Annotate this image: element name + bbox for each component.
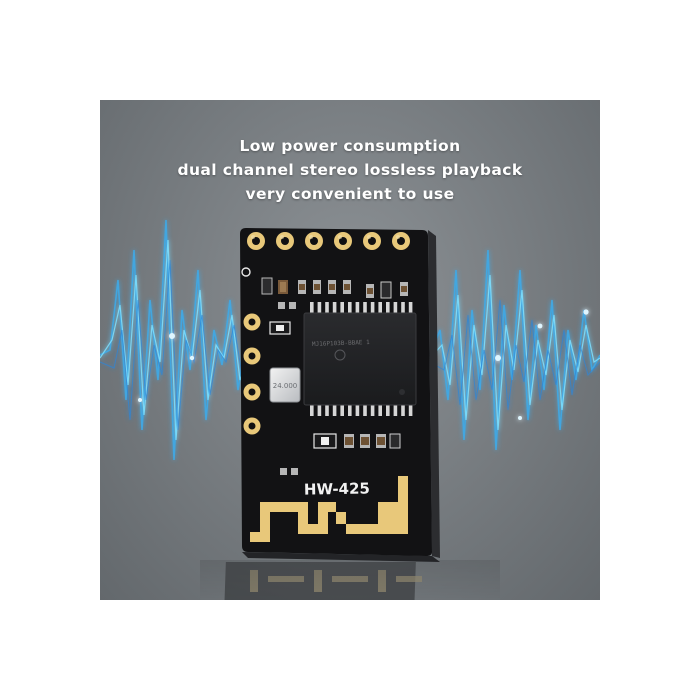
crystal-oscillator: 24.000: [269, 367, 301, 403]
chip-pin: [393, 403, 398, 416]
chip-pin: [355, 302, 360, 315]
chip-pin: [348, 302, 352, 315]
product-photo: MJ16P103B-BBAE 1 24.000: [100, 100, 600, 600]
caption-line-3: very convenient to use: [245, 185, 455, 203]
light-glint: [537, 323, 543, 329]
light-glint: [495, 355, 501, 361]
pin1-marker: [241, 267, 251, 277]
chip-pin: [355, 403, 360, 416]
chip-pin: [348, 403, 352, 416]
sound-wave-line: [429, 249, 600, 451]
chip-pin: [310, 403, 314, 416]
chip-pin: [378, 403, 382, 416]
chip-pin: [325, 302, 329, 315]
chip-pin: [363, 302, 367, 315]
light-glint: [169, 333, 175, 339]
smd-components-bottom: [280, 433, 401, 475]
pcb-antenna-trace: [250, 476, 408, 542]
chip-pin: [340, 403, 344, 416]
hw425-bluetooth-board: MJ16P103B-BBAE 1 24.000: [240, 228, 440, 562]
sound-wave-line: [100, 239, 251, 441]
chip-pin: [386, 403, 390, 416]
svg-text:MJ16P103B-BBAE 1: MJ16P103B-BBAE 1: [312, 339, 370, 348]
chip-pin: [378, 302, 382, 315]
caption-line-1: Low power consumption: [239, 137, 461, 155]
chip-pin: [332, 302, 337, 315]
chip-pin: [370, 403, 375, 416]
smd-components-top: [261, 277, 408, 335]
audio-decoder-chip: MJ16P103B-BBAE 1: [303, 302, 417, 416]
product-scene: MJ16P103B-BBAE 1 24.000: [100, 219, 600, 600]
light-glint: [518, 416, 522, 420]
light-glint: [583, 309, 589, 315]
chip-pin: [317, 302, 322, 315]
caption-line-2: dual channel stereo lossless playback: [177, 161, 523, 179]
sound-wave-line: [429, 299, 600, 411]
sound-wave-graphic: [100, 219, 600, 461]
chip-pin: [408, 403, 413, 416]
chip-pin: [401, 302, 405, 315]
chip-pin: [340, 302, 344, 315]
board-model-label: HW-425: [304, 479, 370, 498]
chip-pin: [310, 302, 314, 315]
chip-pin: [370, 302, 375, 315]
crystal-label: 24.000: [273, 382, 298, 390]
board-reflection: [200, 560, 500, 600]
chip-pin: [386, 302, 390, 315]
chip-pin: [408, 302, 413, 315]
sound-wave-line: [100, 259, 251, 431]
sound-wave-line: [429, 274, 600, 431]
chip-pin: [325, 403, 329, 416]
chip-pin: [317, 403, 322, 416]
light-glint: [138, 398, 142, 402]
chip-pin: [363, 403, 367, 416]
light-glint: [189, 355, 195, 361]
product-caption: Low power consumption dual channel stere…: [100, 134, 600, 206]
chip-pin: [393, 302, 398, 315]
chip-pin: [332, 403, 337, 416]
header-pads-left: [243, 313, 261, 435]
chip-pin: [401, 403, 405, 416]
header-pads-top: [247, 232, 410, 250]
